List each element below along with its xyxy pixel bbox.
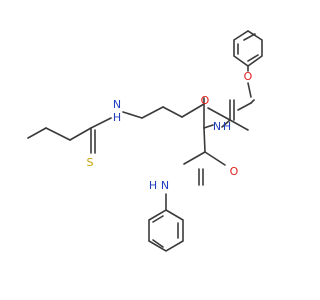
butyl-chain xyxy=(27,127,92,141)
thioamide-h-letter: H xyxy=(113,111,121,124)
lysine-side-chain xyxy=(141,103,214,165)
anilide-n-letter: N xyxy=(161,179,169,192)
carbamate-n-letter: N xyxy=(213,120,221,133)
molecule-canvas: S N H N H O O O H N xyxy=(27,30,263,252)
sulfur-atom-label: S xyxy=(87,156,94,169)
thioamide-cn-bond xyxy=(90,117,112,129)
carbamate-nh-label: N H xyxy=(213,120,231,133)
anilide-h-letter: H xyxy=(149,179,157,192)
nh-chain-bond xyxy=(122,111,143,119)
aniline-ring xyxy=(148,209,184,252)
thioamide-nh-label: N H xyxy=(113,98,121,124)
thione-double-bond xyxy=(90,127,96,154)
amide-group xyxy=(198,151,226,186)
carbamate-carbonyl-oxygen-label: O xyxy=(201,94,210,107)
amide-oxygen-label: O xyxy=(230,165,239,178)
anilide-nh-label: H N xyxy=(149,179,169,192)
carbamate-group xyxy=(203,97,255,131)
thioamide-n-letter: N xyxy=(113,98,121,111)
carbamate-h-letter: H xyxy=(223,120,231,133)
structure-drawing: S N H N H O O O H N xyxy=(27,30,263,252)
phenoxy-ring xyxy=(233,30,263,98)
ester-oxygen-label: O xyxy=(244,70,253,83)
